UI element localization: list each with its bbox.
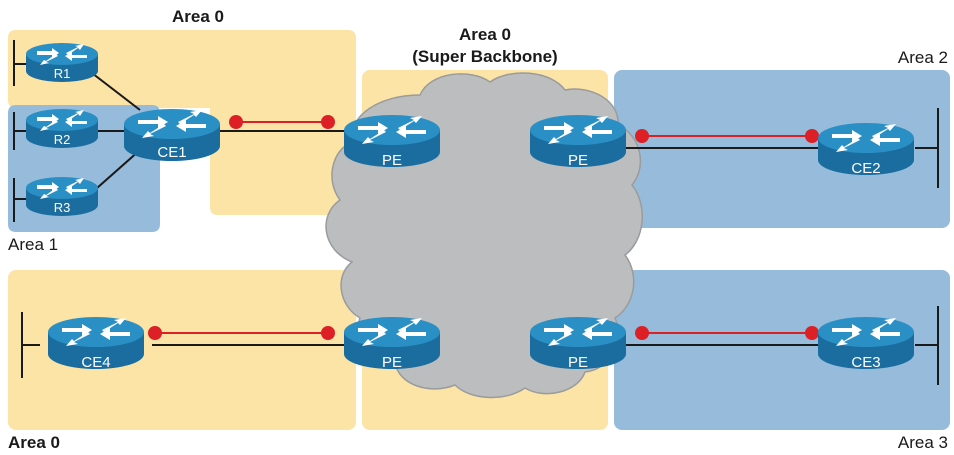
router-ce4: CE4 xyxy=(48,317,144,371)
router-ce1: CE1 xyxy=(124,109,220,161)
backbone-label-line2: (Super Backbone) xyxy=(412,47,557,66)
router-r2: R2 xyxy=(26,109,98,148)
router-pe-top-left: PE xyxy=(344,115,440,169)
area0-top-left-label: Area 0 xyxy=(172,7,224,26)
router-r3-label: R3 xyxy=(54,200,71,215)
router-r2-label: R2 xyxy=(54,132,71,147)
router-pe-top-left-label: PE xyxy=(382,152,402,169)
area2-label: Area 2 xyxy=(898,48,948,67)
router-pe-top-right-label: PE xyxy=(568,152,588,169)
backbone-label-line1: Area 0 xyxy=(459,25,511,44)
router-pe-bottom-right-label: PE xyxy=(568,354,588,371)
lan-segments xyxy=(13,40,939,385)
router-pe-top-right: PE xyxy=(530,115,626,169)
router-r3: R3 xyxy=(26,177,98,216)
router-pe-bottom-left-label: PE xyxy=(382,354,402,371)
router-ce1-label: CE1 xyxy=(157,144,186,161)
router-ce3: CE3 xyxy=(818,317,914,371)
area3-region xyxy=(614,270,950,430)
router-pe-bottom-right: PE xyxy=(530,317,626,371)
area3-label: Area 3 xyxy=(898,433,948,452)
area0-bottom-left-region xyxy=(8,270,356,430)
router-ce2: CE2 xyxy=(818,123,914,177)
router-r1-label: R1 xyxy=(54,66,71,81)
router-r1: R1 xyxy=(26,43,98,82)
router-pe-bottom-left: PE xyxy=(344,317,440,371)
ce-pe-links xyxy=(148,115,819,346)
router-ce3-label: CE3 xyxy=(851,354,880,371)
area1-label: Area 1 xyxy=(8,235,58,254)
router-ce4-label: CE4 xyxy=(81,354,110,371)
router-ce2-label: CE2 xyxy=(851,160,880,177)
area0-bottom-left-label: Area 0 xyxy=(8,433,60,452)
